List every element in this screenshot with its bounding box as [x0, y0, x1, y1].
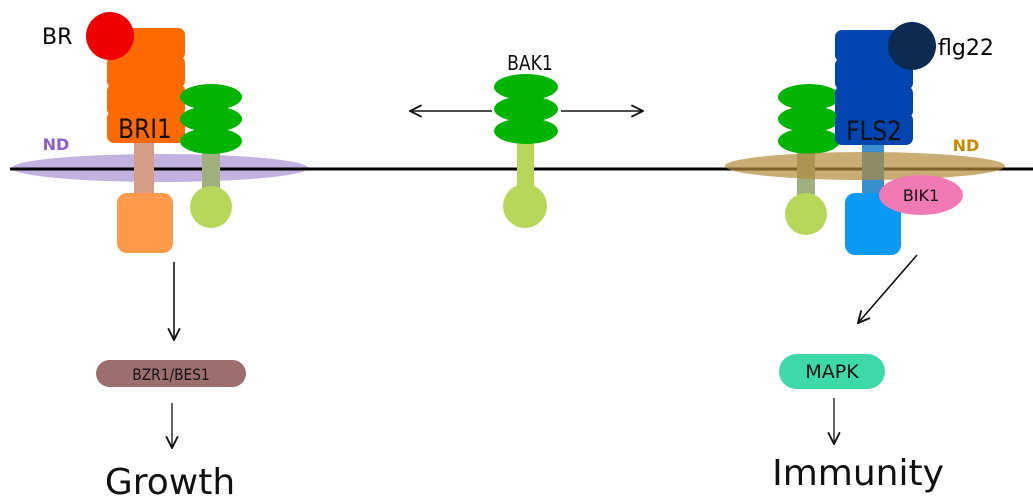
fls2-label: FLS2	[846, 115, 902, 146]
br-ligand	[86, 12, 134, 60]
bri1-kinase-domain	[117, 193, 173, 253]
bzr1-label: BZR1/BES1	[132, 365, 209, 384]
flg22-label: flg22	[938, 36, 994, 61]
bzr1-pill	[96, 360, 246, 387]
bak1-label: BAK1	[507, 53, 553, 76]
bak1-left	[180, 84, 242, 228]
arrow-fls2-to-mapk	[858, 254, 918, 323]
fls2-kinase-domain	[845, 193, 901, 255]
bak1-center	[494, 74, 558, 228]
nd-right-label: ND	[953, 136, 980, 155]
mapk-pill	[779, 354, 885, 389]
flg22-ligand	[888, 22, 936, 70]
bik1-label: BIK1	[903, 186, 939, 205]
nanodomain-right	[725, 152, 1005, 180]
nd-left-label: ND	[43, 135, 70, 154]
bri1-label: BRI1	[118, 113, 172, 144]
immunity-label: Immunity	[772, 453, 944, 494]
mapk-label: MAPK	[805, 361, 859, 383]
br-label: BR	[42, 25, 72, 50]
growth-label: Growth	[105, 462, 235, 497]
bik1-ellipse	[879, 175, 963, 215]
